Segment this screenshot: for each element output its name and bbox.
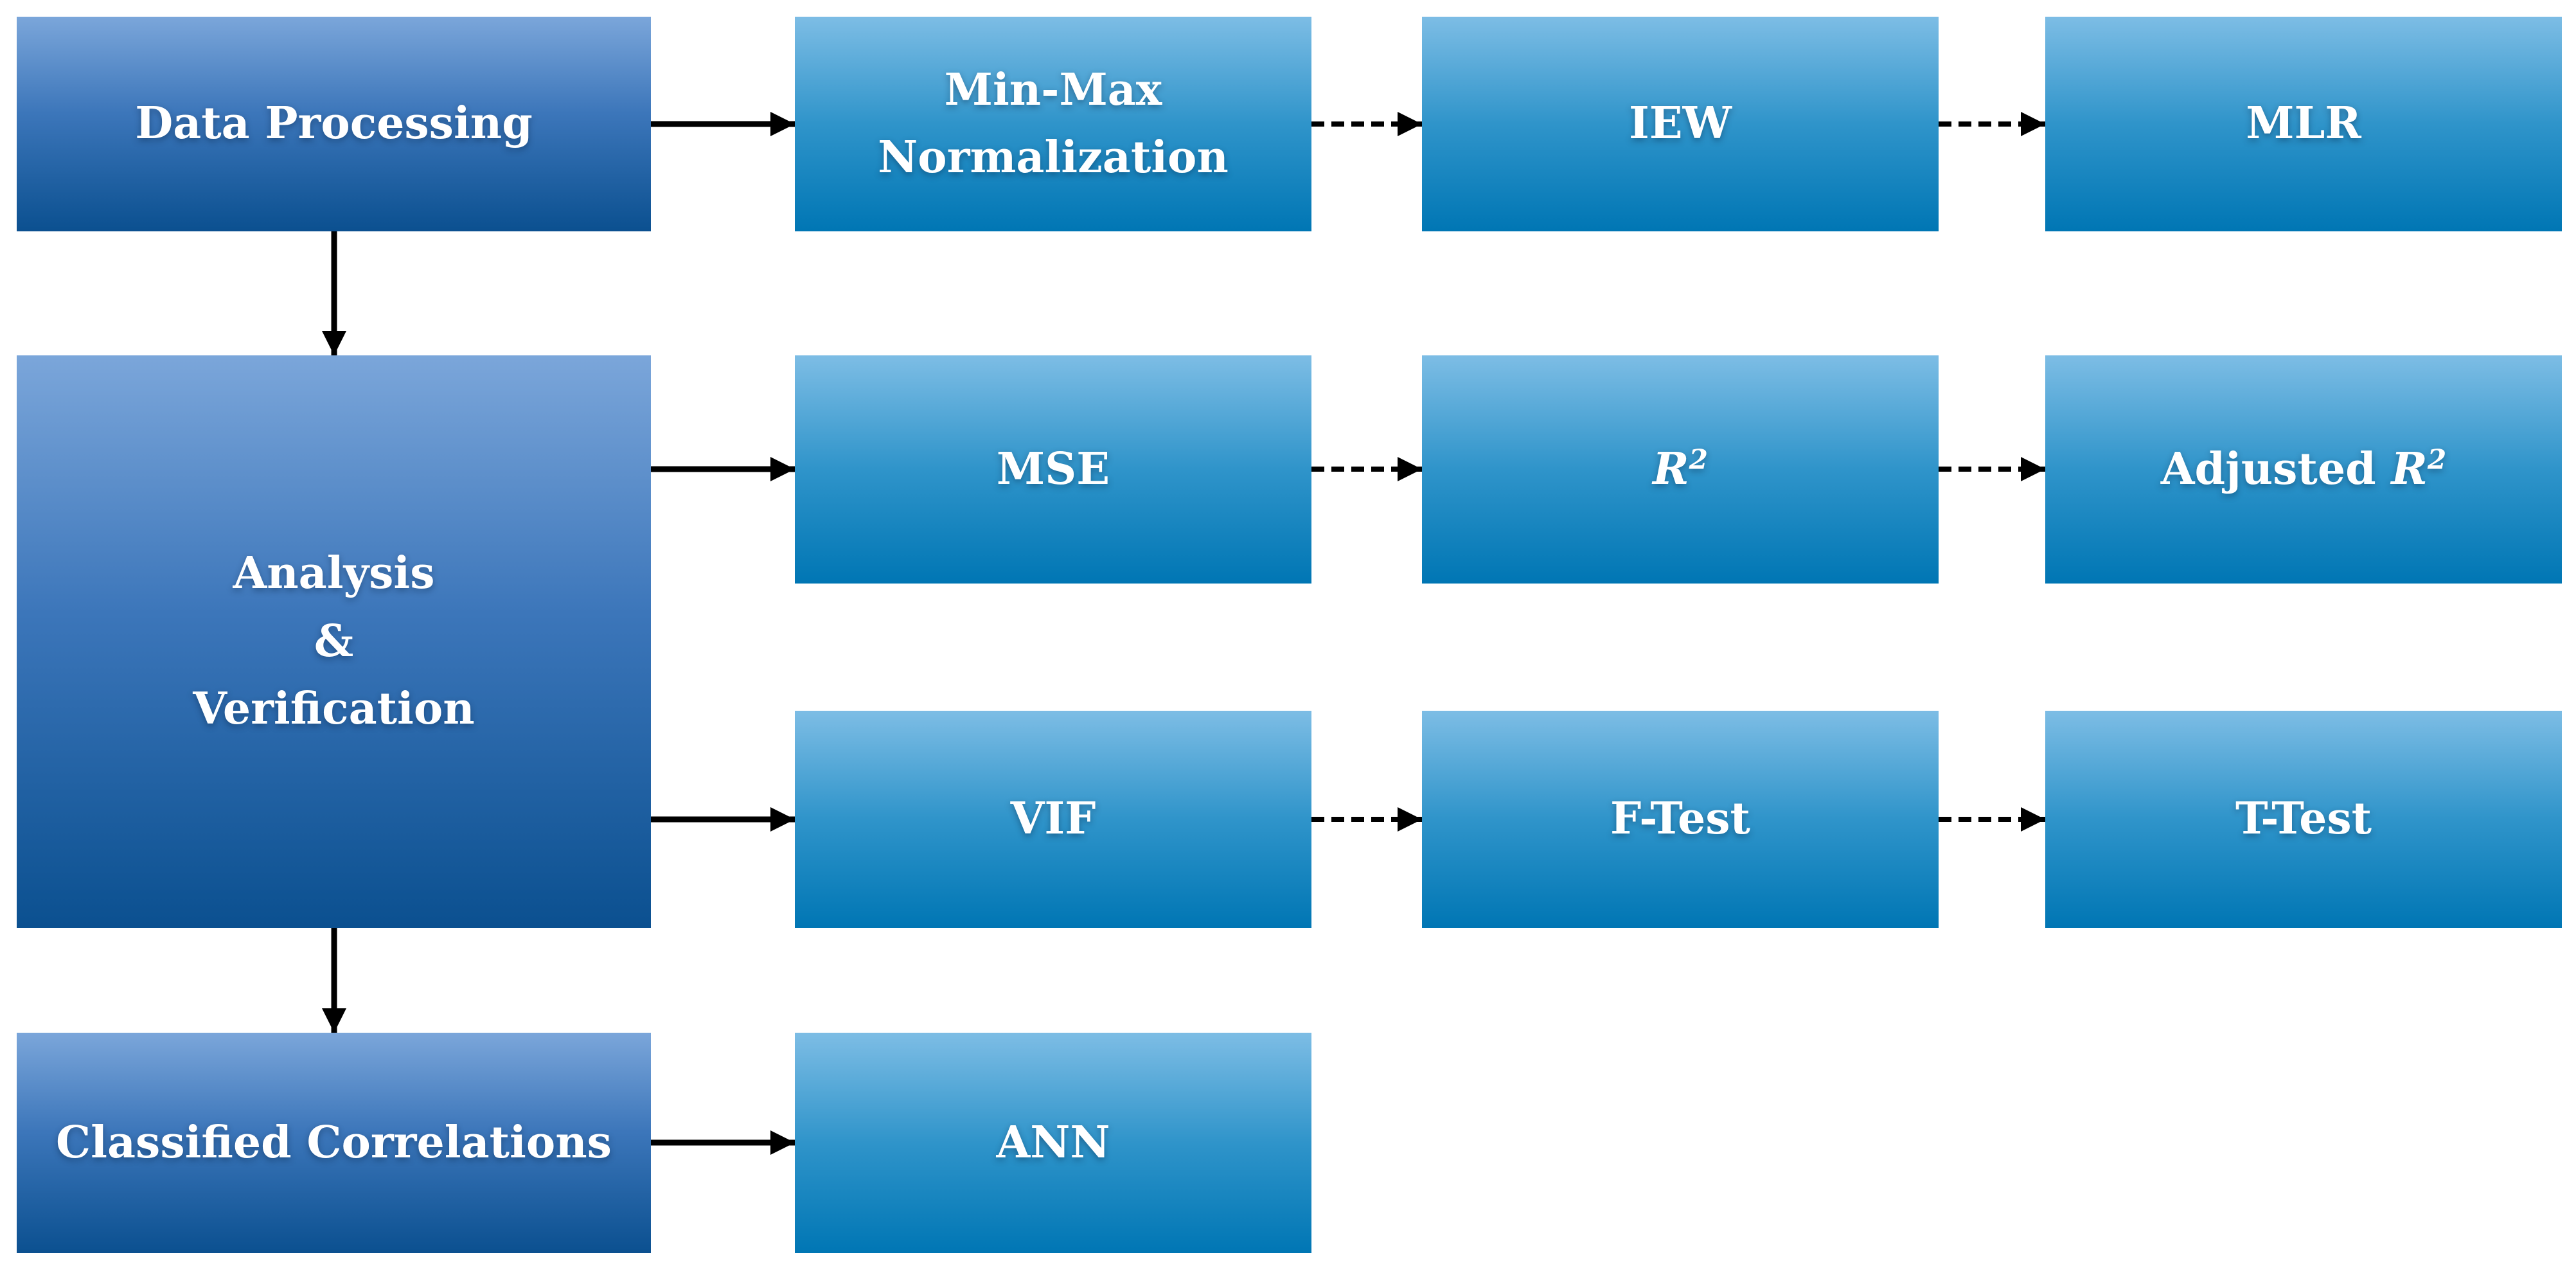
node-min-max-normalization: Min-Max Normalization (795, 17, 1311, 231)
node-iew-label: IEW (1628, 98, 1732, 150)
node-analysis-line2: & (314, 615, 354, 667)
node-classified-correlations-label: Classified Correlations (56, 1116, 612, 1168)
node-t-test-label: T-Test (2235, 793, 2372, 845)
node-vif: VIF (795, 711, 1311, 928)
node-f-test: F-Test (1422, 711, 1939, 928)
node-adjusted-r-squared: Adjusted R2 (2045, 355, 2562, 584)
node-mse: MSE (795, 355, 1311, 584)
node-data-processing: Data Processing (17, 17, 651, 231)
node-t-test: T-Test (2045, 711, 2562, 928)
node-ann: ANN (795, 1033, 1311, 1253)
node-mlr-label: MLR (2246, 98, 2361, 150)
adjusted-r-superscript: 2 (2427, 443, 2447, 476)
node-iew: IEW (1422, 17, 1939, 231)
node-min-max-line2: Normalization (878, 132, 1229, 183)
node-r-squared-label: R2 (1653, 436, 1708, 503)
adjusted-r-symbol: R (2391, 443, 2428, 495)
node-data-processing-label: Data Processing (135, 98, 533, 150)
node-mlr: MLR (2045, 17, 2562, 231)
adjusted-prefix: Adjusted (2160, 443, 2392, 495)
node-classified-correlations: Classified Correlations (17, 1033, 651, 1253)
node-min-max-line1: Min-Max (944, 64, 1162, 116)
node-ann-label: ANN (996, 1116, 1110, 1168)
r-symbol: R (1653, 443, 1689, 495)
node-vif-label: VIF (1010, 793, 1096, 845)
node-analysis-line1: Analysis (233, 548, 435, 600)
node-analysis-line3: Verification (193, 683, 475, 735)
node-r-squared: R2 (1422, 355, 1939, 584)
r-superscript: 2 (1689, 443, 1708, 476)
node-analysis-verification: Analysis & Verification (17, 355, 651, 928)
node-adjusted-r-squared-label: Adjusted R2 (2161, 436, 2446, 503)
node-f-test-label: F-Test (1610, 793, 1750, 845)
node-mse-label: MSE (996, 443, 1110, 495)
